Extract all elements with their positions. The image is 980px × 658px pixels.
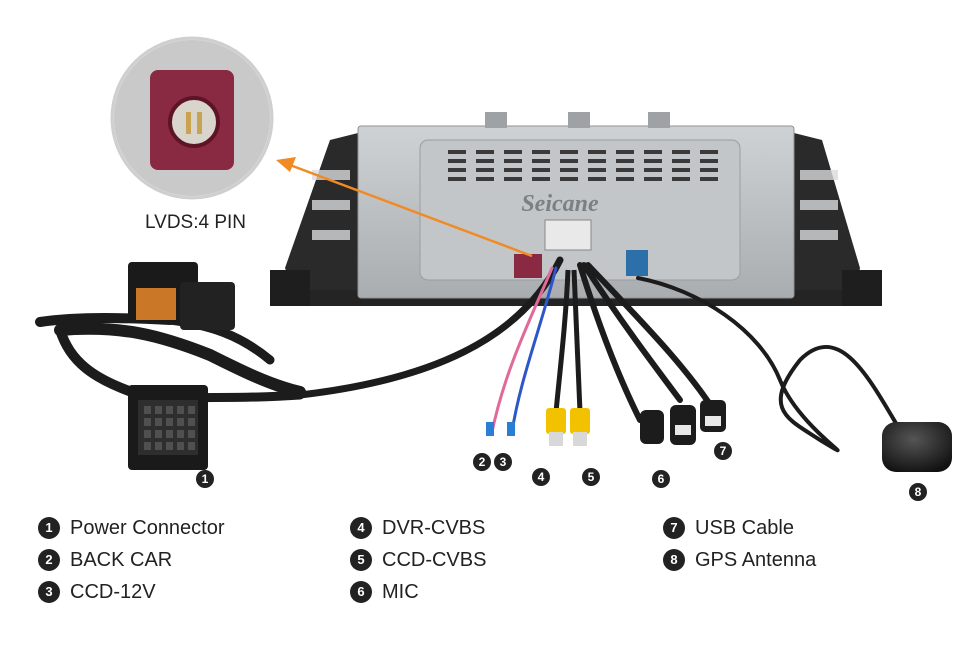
- callout-2: 2: [473, 453, 491, 471]
- thin-leads: [486, 266, 558, 436]
- wiring-diagram: Seicane: [35, 36, 952, 501]
- pointer-arrow: [276, 157, 533, 258]
- callout-8: 8: [909, 483, 927, 501]
- mic-usb-leads: [577, 262, 726, 445]
- lvds-label: LVDS:4 PIN: [145, 212, 247, 233]
- rca-leads: [546, 269, 590, 446]
- harness-plug-a: [128, 262, 235, 330]
- lvds-inset: [110, 36, 274, 200]
- callout-6: 6: [652, 470, 670, 488]
- diagram-canvas: Seicane: [35, 36, 952, 472]
- quadlock-connector: [128, 385, 208, 470]
- callout-1: 1: [196, 470, 214, 488]
- callout-5: 5: [582, 468, 600, 486]
- head-unit: Seicane: [270, 112, 882, 306]
- lvds-port: [514, 254, 542, 278]
- gps-antenna: [882, 422, 952, 472]
- gps-antenna-cable: [636, 276, 902, 453]
- brand-logo: Seicane: [521, 191, 599, 217]
- gps-fakra-port: [626, 250, 648, 276]
- callout-4: 4: [532, 468, 550, 486]
- callout-3: 3: [494, 453, 512, 471]
- callout-7: 7: [714, 442, 732, 460]
